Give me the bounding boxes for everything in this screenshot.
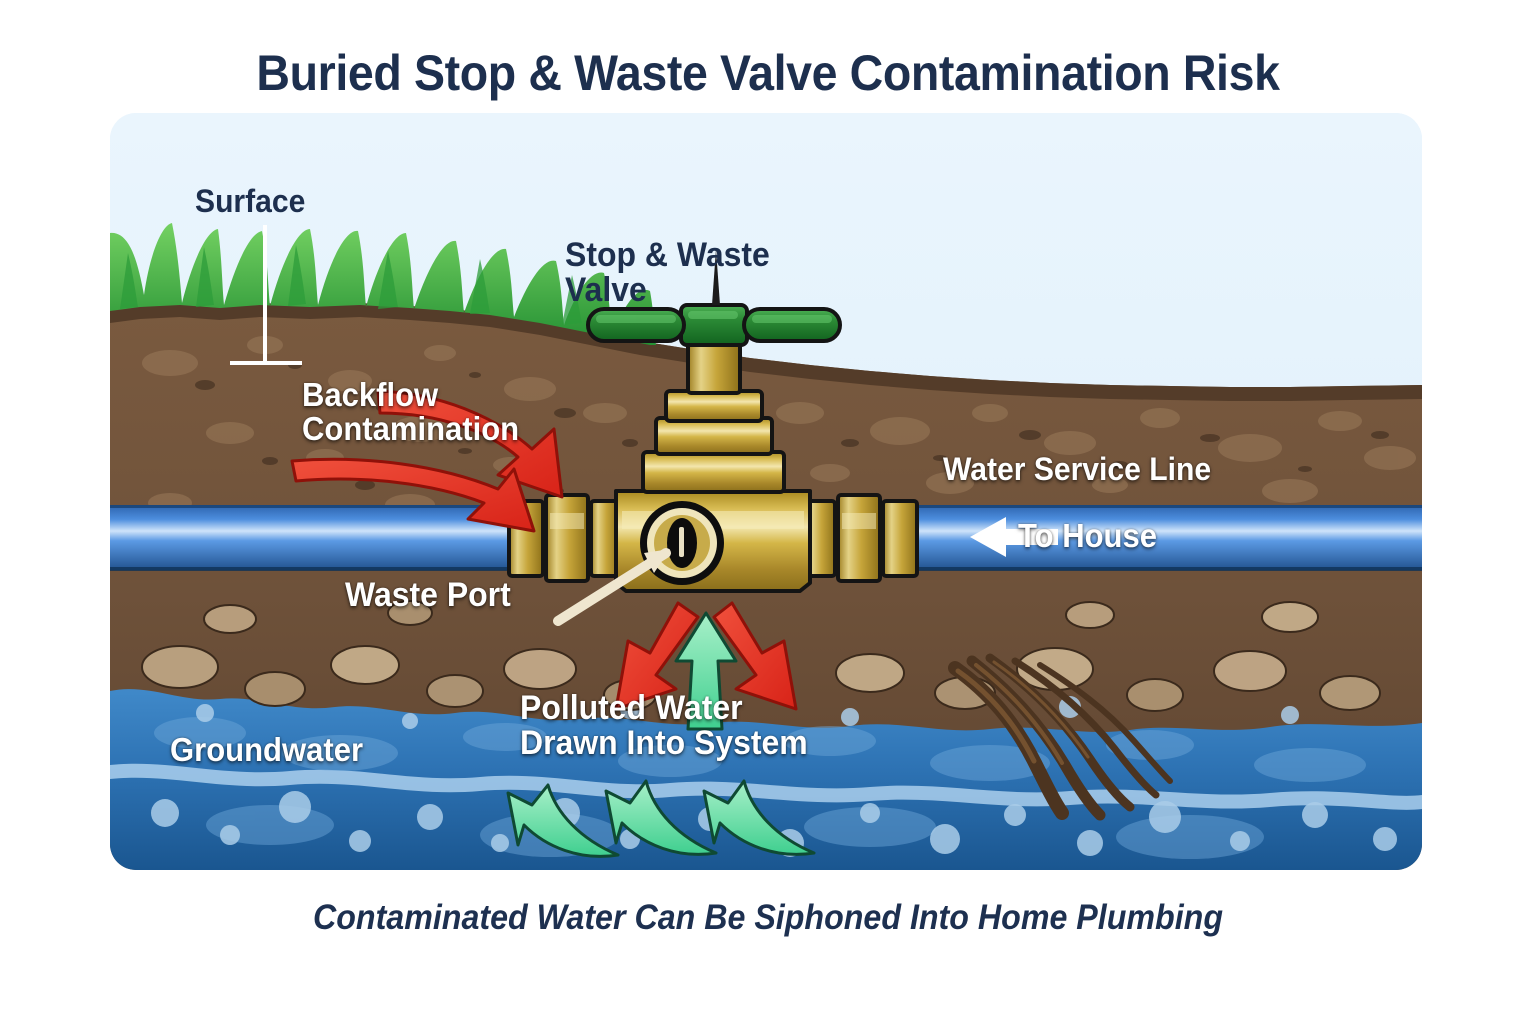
valve-nut-highlight-l	[550, 513, 584, 529]
label-surface: Surface	[195, 183, 306, 219]
valve-leak-arrows	[614, 601, 798, 711]
siphon-arrow-center	[674, 611, 738, 731]
leak-arrow-left	[614, 601, 700, 711]
illustration-frame: Surface Stop & Waste Valve Backflow Cont…	[110, 113, 1422, 870]
valve-handle-highlight	[596, 311, 832, 323]
siphon-arrow-1	[506, 783, 620, 858]
valve-handle-right	[742, 307, 842, 343]
waste-port-leader	[553, 548, 671, 626]
label-to-house: To House	[1018, 517, 1158, 554]
valve-nut-highlight-r	[842, 513, 876, 529]
to-house-arrow-icon	[970, 517, 1058, 557]
label-waste-port: Waste Port	[345, 576, 511, 614]
valve-stem-spike	[712, 249, 720, 305]
page-title: Buried Stop & Waste Valve Contamination …	[256, 45, 1280, 101]
siphon-swoosh-arrows	[506, 779, 816, 858]
label-backflow-contamination: Backflow Contamination	[302, 376, 520, 448]
cross-section-illustration	[110, 113, 1422, 870]
cobbles	[141, 600, 1381, 712]
label-polluted-water: Polluted Water Drawn Into System	[520, 689, 808, 763]
leak-arrow-right	[712, 601, 798, 711]
backflow-arrow-lower	[290, 457, 536, 533]
label-stop-and-waste-valve: Stop & Waste Valve	[565, 236, 770, 310]
backflow-arrows	[290, 389, 564, 533]
page-caption: Contaminated Water Can Be Siphoned Into …	[312, 898, 1223, 937]
waste-port-leader-head	[644, 549, 670, 573]
label-groundwater: Groundwater	[170, 731, 364, 768]
siphon-arrow-3	[702, 779, 816, 856]
label-water-service-line: Water Service Line	[943, 451, 1212, 487]
grass-layer	[110, 223, 656, 345]
tree-roots-highlight	[955, 660, 1090, 765]
waste-port	[640, 501, 724, 585]
valve-handle-left	[586, 307, 686, 343]
water-streak-upper	[110, 763, 1422, 810]
surface-leader	[230, 225, 302, 365]
siphon-arrow-2	[604, 779, 718, 856]
soil-crust	[110, 303, 1422, 401]
